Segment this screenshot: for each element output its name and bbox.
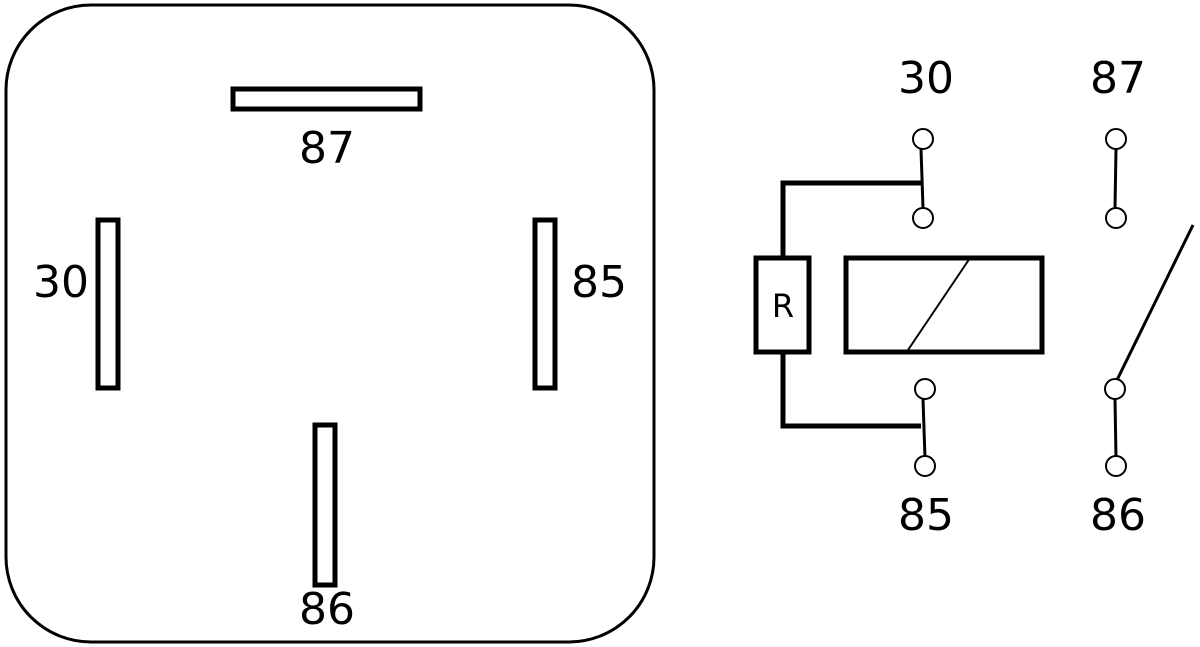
terminal-85-link [921,398,927,459]
wire-top [780,180,921,258]
relay-outline [4,3,656,644]
terminal-86-top-node [1104,378,1126,400]
resistor [753,255,812,355]
terminal-87-link [1113,148,1118,209]
terminal-87-top-node [1105,128,1127,150]
coil [843,255,1045,355]
terminal-85-top-node [914,378,936,400]
terminal-86-bottom-node [1105,455,1127,477]
switch-arm [1115,224,1195,381]
terminal-87-label: 87 [1090,53,1146,104]
relay-schematic: 30 87 85 86 R [753,53,1195,541]
terminal-86-label: 86 [1090,490,1146,541]
terminal-30-top-node [912,128,934,150]
pin-30-label: 30 [33,257,89,308]
terminal-30-label: 30 [898,53,954,104]
resistor-label: R [772,287,794,325]
pin-85-blade [532,217,558,391]
pin-85-label: 85 [571,257,627,308]
pin-86-blade [312,422,338,588]
terminal-85-bottom-node [914,455,936,477]
pin-87-label: 87 [299,123,355,174]
terminal-87-bottom-node [1105,207,1127,229]
terminal-85-label: 85 [898,490,954,541]
pin-86-label: 86 [299,584,355,635]
pin-87-blade [230,86,423,112]
pin-30-blade [95,217,121,391]
terminal-30-bottom-node [912,207,934,229]
relay-housing: 87 30 85 86 [4,3,656,644]
wire-bottom [780,352,921,429]
terminal-86-link [1113,398,1118,459]
terminal-30-link [919,148,925,209]
coil-slash [907,257,971,351]
